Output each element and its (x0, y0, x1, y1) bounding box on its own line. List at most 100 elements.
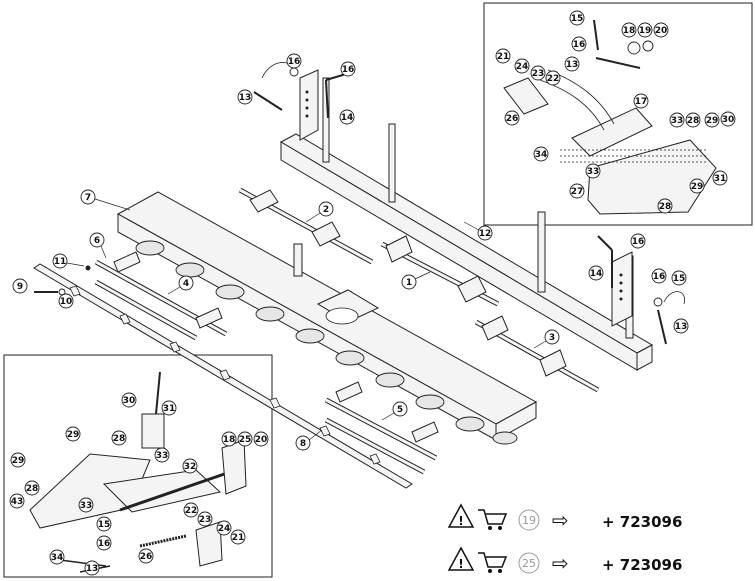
callout-b13: 13 (84, 560, 100, 576)
callout-t27: 27 (569, 183, 585, 199)
svg-text:2: 2 (323, 205, 329, 215)
callout-b23: 23 (197, 511, 213, 527)
callout-b15: 15 (96, 516, 112, 532)
shopping-cart-icon (478, 552, 508, 573)
callout-15-right: 15 (671, 270, 687, 286)
svg-text:16: 16 (653, 272, 666, 282)
shaft-2 (238, 187, 374, 265)
bottom-inset-drawing (29, 371, 247, 573)
svg-text:26: 26 (506, 114, 519, 124)
svg-text:31: 31 (163, 404, 176, 414)
svg-text:18: 18 (623, 26, 636, 36)
svg-text:20: 20 (255, 435, 268, 445)
callout-labels-top-inset: 15 16 13 18 19 20 21 24 23 22 26 17 33 2… (495, 10, 736, 214)
svg-text:16: 16 (98, 539, 111, 549)
warning-triangle-icon: ! (447, 503, 475, 528)
callout-1: 1 (401, 271, 431, 290)
svg-text:25: 25 (522, 557, 536, 570)
legend-row-1: ! 19 ⇨ + 723096 (447, 503, 682, 532)
right-arrow-icon: ⇨ (552, 508, 569, 532)
callout-t18: 18 (621, 22, 637, 38)
right-arrow-icon: ⇨ (552, 551, 569, 575)
callout-t30: 30 (720, 111, 736, 127)
svg-text:10: 10 (60, 297, 73, 307)
callout-b29b: 29 (10, 452, 26, 468)
svg-text:!: ! (458, 557, 463, 571)
svg-text:33: 33 (156, 451, 169, 461)
callout-b26: 26 (138, 548, 154, 564)
callout-9: 9 (12, 278, 28, 294)
svg-text:29: 29 (12, 456, 25, 466)
callout-b24: 24 (216, 520, 232, 536)
callout-t29b: 29 (689, 178, 705, 194)
callout-t21: 21 (495, 48, 511, 64)
callout-14-right: 14 (588, 265, 604, 281)
svg-text:15: 15 (571, 14, 584, 24)
svg-text:33: 33 (80, 501, 93, 511)
callout-14-left: 14 (339, 109, 355, 125)
callout-b32: 32 (182, 458, 198, 474)
svg-text:28: 28 (113, 434, 126, 444)
svg-text:22: 22 (547, 74, 560, 84)
svg-text:33: 33 (587, 167, 600, 177)
callout-t28a: 28 (685, 112, 701, 128)
svg-text:34: 34 (535, 150, 548, 160)
callout-t29a: 29 (704, 112, 720, 128)
callout-t24: 24 (514, 58, 530, 74)
fasteners-9-10-11 (34, 265, 91, 296)
svg-text:16: 16 (342, 65, 355, 75)
callout-t28b: 28 (657, 198, 673, 214)
svg-text:43: 43 (11, 497, 24, 507)
svg-text:4: 4 (183, 279, 189, 289)
svg-text:14: 14 (590, 269, 603, 279)
svg-text:14: 14 (341, 113, 354, 123)
svg-text:18: 18 (223, 435, 236, 445)
svg-text:22: 22 (185, 506, 198, 516)
callout-13-left: 13 (237, 89, 253, 105)
callout-11: 11 (52, 253, 85, 269)
top-right-inset-frame (483, 2, 753, 226)
top-inset-drawing (503, 19, 717, 215)
svg-text:24: 24 (218, 524, 231, 534)
svg-text:6: 6 (94, 236, 100, 246)
svg-text:13: 13 (239, 93, 252, 103)
callout-b20: 20 (253, 431, 269, 447)
svg-text:31: 31 (714, 174, 727, 184)
svg-text:29: 29 (691, 182, 704, 192)
svg-text:15: 15 (673, 274, 686, 284)
svg-text:28: 28 (687, 116, 700, 126)
callout-b31: 31 (161, 400, 177, 416)
callout-b25: 25 (237, 431, 253, 447)
svg-text:15: 15 (98, 520, 111, 530)
svg-text:16: 16 (288, 57, 301, 67)
callout-b28b: 28 (24, 480, 40, 496)
callout-4: 4 (167, 275, 194, 295)
callout-b18: 18 (221, 431, 237, 447)
svg-text:8: 8 (300, 439, 306, 449)
callout-t20: 20 (653, 22, 669, 38)
frame-bar-12 (279, 69, 654, 371)
svg-text:5: 5 (397, 405, 403, 415)
callout-b33a: 33 (154, 447, 170, 463)
svg-text:13: 13 (566, 60, 579, 70)
shaft-3 (474, 315, 600, 393)
skid-bracket-5 (324, 381, 439, 475)
svg-text:23: 23 (532, 69, 545, 79)
svg-text:23: 23 (199, 515, 212, 525)
svg-text:7: 7 (85, 193, 91, 203)
svg-text:9: 9 (17, 282, 23, 292)
callout-t26: 26 (504, 110, 520, 126)
svg-text:30: 30 (123, 396, 136, 406)
svg-text:13: 13 (86, 564, 99, 574)
callout-16-right-b: 16 (651, 268, 667, 284)
svg-text:21: 21 (497, 52, 510, 62)
svg-text:30: 30 (722, 115, 735, 125)
svg-text:17: 17 (635, 97, 648, 107)
svg-text:16: 16 (632, 237, 645, 247)
svg-text:26: 26 (140, 552, 153, 562)
callout-12: 12 (463, 221, 493, 241)
callout-b43: 43 (9, 493, 25, 509)
svg-text:32: 32 (184, 462, 197, 472)
bottom-left-inset-frame (3, 354, 273, 578)
svg-text:21: 21 (232, 533, 245, 543)
